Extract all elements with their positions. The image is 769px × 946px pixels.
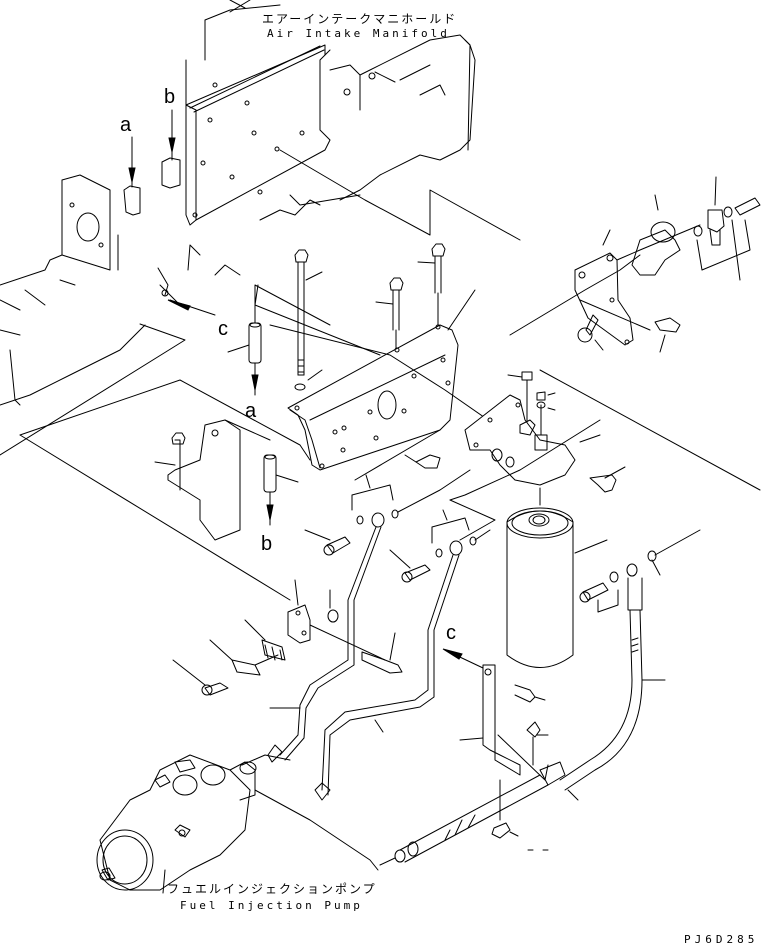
fuel-line-lower — [314, 509, 491, 801]
fuel-injection-pump — [96, 754, 379, 891]
spacer-collar-b — [263, 454, 299, 526]
fuel-filter-head — [354, 369, 761, 506]
drawing-code: PJ6D285 — [684, 933, 759, 946]
label-leader-lines — [162, 0, 251, 894]
fuel-injection-pump-label-en: Fuel Injection Pump — [180, 899, 363, 912]
fuel-injection-pump-label-jp: フュエルインジェクションポンプ — [167, 882, 377, 896]
reference-arrow-c-left — [157, 267, 216, 316]
air-intake-manifold-label-en: Air Intake Manifold — [267, 27, 450, 40]
fitting-assembly-right — [509, 176, 761, 353]
fuel-hose — [559, 529, 701, 801]
pipe-clamp-assembly — [19, 434, 403, 696]
reference-letter-c-right: c — [446, 622, 456, 644]
reference-arrow-a-top — [123, 136, 141, 216]
support-bracket — [19, 379, 311, 541]
fuel-filter-cartridge — [449, 499, 608, 668]
mounting-bolts — [294, 243, 446, 391]
reference-letter-b-top: b — [164, 86, 176, 108]
filter-side-bolt — [579, 571, 619, 613]
fuel-line-upper — [267, 469, 471, 763]
reference-letter-b-mid: b — [261, 533, 273, 555]
air-intake-manifold-label-jp: エアーインテークマニホールド — [262, 12, 458, 26]
air-intake-manifold — [185, 0, 521, 241]
reference-arrow-c-right — [442, 648, 484, 669]
reference-letter-c-left: c — [218, 318, 228, 340]
cylinder-head-block — [0, 174, 241, 456]
reference-letter-a-top: a — [120, 114, 132, 136]
spacer-collar-a — [227, 284, 331, 396]
return-pipe — [379, 664, 566, 866]
reference-letter-a-mid: a — [245, 400, 257, 422]
reference-arrow-b-top — [161, 109, 181, 189]
